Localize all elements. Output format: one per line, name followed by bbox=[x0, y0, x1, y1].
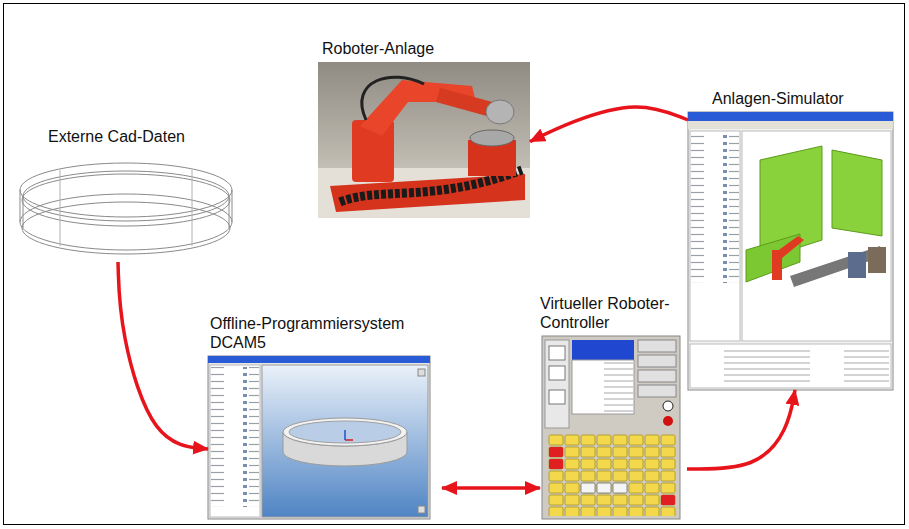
axis-mark bbox=[345, 439, 353, 441]
status-lamp bbox=[663, 401, 673, 411]
diagram-node: Externe Cad-Daten bbox=[18, 128, 234, 262]
node-heading: Offline-Programmiersystem DCAM5 bbox=[210, 315, 440, 352]
flow-arrow bbox=[530, 107, 688, 142]
cabinet bbox=[868, 247, 886, 273]
key bbox=[581, 483, 595, 493]
view-3d bbox=[262, 365, 428, 517]
key bbox=[597, 483, 611, 493]
ring-edge bbox=[22, 174, 230, 226]
ring-edge bbox=[229, 196, 230, 228]
cad-ring-drawing bbox=[20, 163, 232, 254]
soft-key bbox=[638, 340, 676, 352]
soft-key bbox=[638, 355, 676, 367]
side-keys bbox=[545, 340, 569, 428]
tree-panel bbox=[690, 131, 740, 341]
robot-cable bbox=[362, 77, 424, 120]
node-heading: Anlagen-Simulator bbox=[712, 90, 845, 108]
node-heading: Virtueller Roboter-Controller bbox=[540, 295, 685, 332]
side-key bbox=[549, 366, 565, 380]
teach-pendant bbox=[542, 336, 680, 519]
dcam-screenshot bbox=[208, 356, 430, 519]
ring-edge bbox=[22, 202, 230, 254]
side-key bbox=[549, 346, 565, 360]
keypad bbox=[548, 434, 676, 516]
side-key bbox=[549, 390, 565, 404]
ring-model bbox=[289, 421, 401, 443]
tree-panel bbox=[210, 365, 260, 517]
display-lines bbox=[573, 362, 633, 412]
cabinet bbox=[848, 252, 866, 278]
key bbox=[549, 459, 563, 469]
flow-arrow bbox=[118, 262, 208, 449]
title-bar bbox=[688, 112, 893, 121]
soft-key bbox=[638, 370, 676, 382]
robot-photo bbox=[318, 62, 530, 218]
ring-edge bbox=[192, 170, 193, 246]
view-3d bbox=[742, 131, 891, 341]
log-lines bbox=[691, 346, 889, 386]
view-button bbox=[418, 369, 425, 376]
toolbar bbox=[688, 121, 893, 129]
diagram-node: Roboter-Anlage bbox=[318, 40, 530, 218]
log-panel bbox=[690, 344, 891, 388]
flow-arrow bbox=[442, 486, 540, 490]
simulator-screenshot bbox=[688, 112, 893, 390]
node-heading: Roboter-Anlage bbox=[322, 40, 436, 58]
key bbox=[613, 483, 627, 493]
ring-edge bbox=[23, 196, 24, 228]
flow-arrow bbox=[687, 390, 795, 469]
key bbox=[549, 447, 563, 457]
diagram-node: Anlagen-Simulator bbox=[688, 90, 893, 390]
frame-border bbox=[4, 4, 905, 525]
photo-background bbox=[318, 62, 530, 218]
pendant-screen bbox=[572, 340, 634, 360]
ring-edge bbox=[60, 170, 61, 246]
robot-tool bbox=[486, 100, 514, 124]
ring-model bbox=[283, 418, 407, 446]
pendant-body bbox=[542, 336, 680, 519]
tree-items bbox=[211, 367, 259, 507]
diagram-node: Offline-Programmiersystem DCAM5 bbox=[208, 315, 442, 519]
soft-key bbox=[638, 385, 676, 397]
pendant-display bbox=[572, 360, 634, 414]
key bbox=[661, 495, 675, 505]
positioner-disc bbox=[470, 130, 514, 146]
axis-mark bbox=[344, 430, 346, 440]
robot-model bbox=[776, 236, 804, 258]
title-bar bbox=[208, 356, 430, 363]
ring-edge bbox=[232, 190, 233, 222]
node-heading: Externe Cad-Daten bbox=[48, 128, 186, 146]
view-button bbox=[418, 506, 425, 513]
window bbox=[208, 356, 430, 519]
cell-wall bbox=[832, 150, 882, 236]
ring-edge bbox=[23, 171, 229, 221]
ring-edge bbox=[20, 190, 21, 222]
window bbox=[688, 112, 893, 390]
diagram-node: Virtueller Roboter-Controller bbox=[540, 295, 687, 519]
emergency-stop bbox=[663, 416, 673, 426]
tree-items bbox=[691, 133, 739, 283]
